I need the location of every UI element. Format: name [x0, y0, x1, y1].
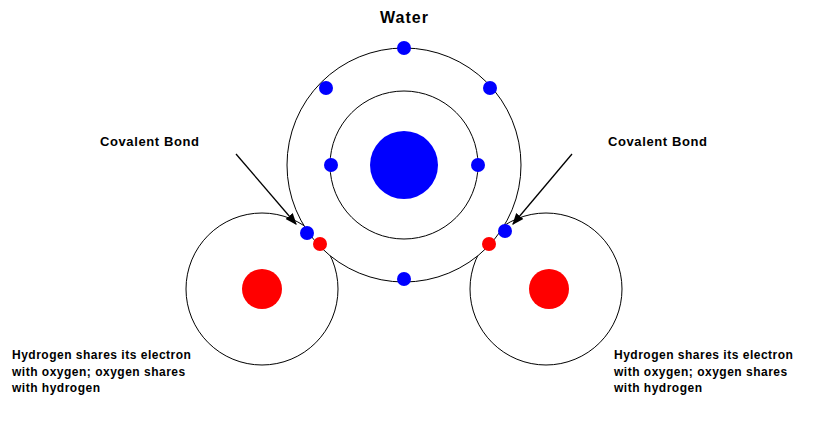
electron — [397, 272, 411, 286]
callout-label: Covalent Bond — [608, 134, 708, 149]
electron — [324, 158, 338, 172]
leader-arrow — [236, 154, 296, 224]
oxygen-inner-shell — [330, 91, 478, 239]
oxygen-outer-shell — [287, 48, 521, 282]
caption-note: Hydrogen shares its electron with oxygen… — [614, 347, 804, 397]
callout-label: Covalent Bond — [100, 134, 200, 149]
electron — [471, 158, 485, 172]
electron — [319, 81, 333, 95]
oxygen-nucleus — [370, 131, 438, 199]
caption-note: Hydrogen shares its electron with oxygen… — [12, 347, 202, 397]
hydrogen-nucleus — [529, 269, 569, 309]
electron — [482, 237, 496, 251]
electron — [483, 81, 497, 95]
leader-arrow — [513, 154, 572, 224]
electron — [498, 224, 512, 238]
electron — [300, 226, 314, 240]
electron — [313, 237, 327, 251]
diagram-title: Water — [380, 9, 429, 27]
hydrogen-nucleus — [242, 269, 282, 309]
electron — [397, 41, 411, 55]
